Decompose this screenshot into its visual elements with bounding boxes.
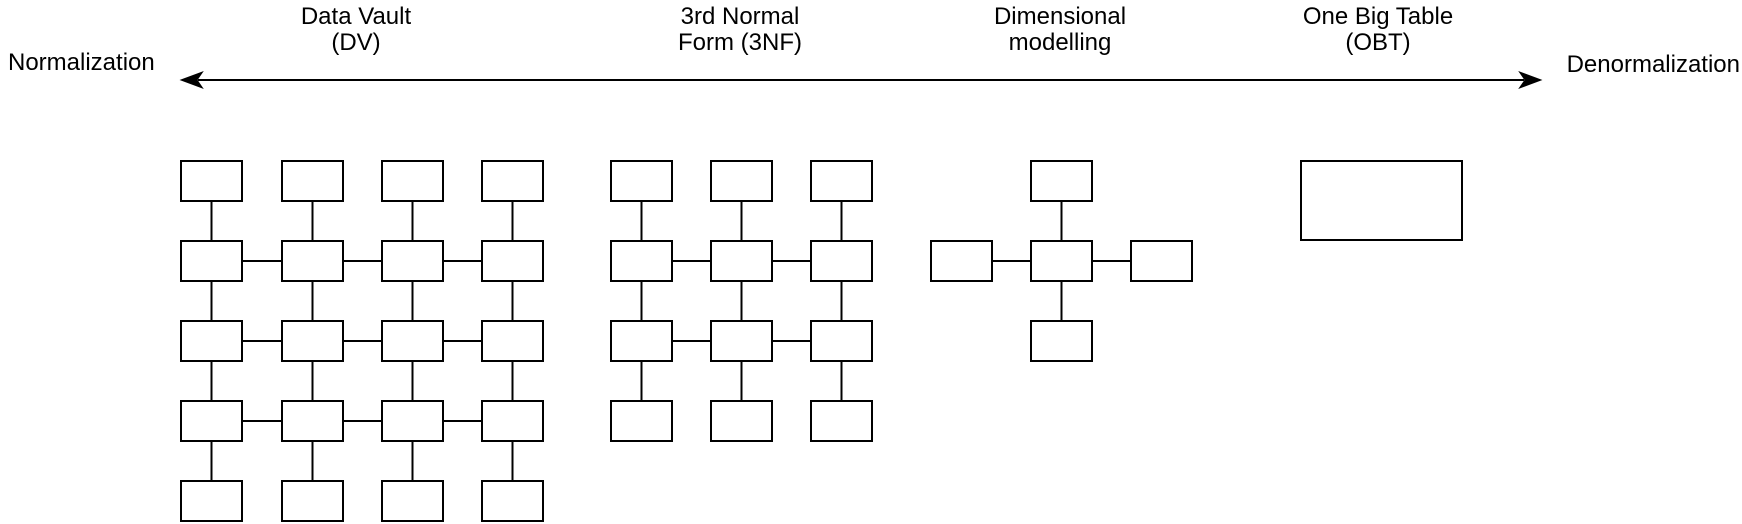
data-vault-box — [180, 160, 243, 202]
data-vault-box — [281, 400, 344, 442]
third-normal-form-box — [610, 240, 673, 282]
label-dimensional-modelling-line-1: Dimensional — [993, 3, 1127, 30]
third-normal-form-box — [710, 240, 773, 282]
data-vault-box — [281, 480, 344, 522]
data-vault-box — [481, 320, 544, 362]
data-vault-box — [180, 240, 243, 282]
label-data-vault: Data Vault (DV) — [301, 4, 411, 56]
data-vault-box — [481, 160, 544, 202]
data-vault-box — [180, 480, 243, 522]
data-vault-box — [180, 400, 243, 442]
data-vault-box — [381, 160, 444, 202]
label-one-big-table-line-2: (OBT) — [1345, 29, 1411, 56]
data-vault-box — [281, 320, 344, 362]
axis-label-normalization: Normalization — [8, 49, 155, 76]
third-normal-form-box — [810, 320, 873, 362]
label-third-normal-form-line-1: 3rd Normal — [680, 3, 800, 30]
third-normal-form-box — [710, 400, 773, 442]
spectrum-arrowhead-right — [1518, 70, 1543, 90]
label-one-big-table: One Big Table (OBT) — [1303, 4, 1453, 56]
spectrum-arrowhead-left — [179, 70, 204, 90]
data-vault-box — [481, 480, 544, 522]
one-big-table-box — [1300, 160, 1463, 241]
label-dimensional-modelling: Dimensional modelling — [994, 4, 1126, 56]
axis-label-denormalization: Denormalization — [1566, 51, 1740, 78]
dimensional-modelling-satellite-box-top — [1030, 160, 1093, 202]
third-normal-form-box — [710, 320, 773, 362]
dimensional-modelling-satellite-box-bottom — [1030, 320, 1093, 362]
dimensional-modelling-satellite-box-left — [930, 240, 993, 282]
data-vault-box — [180, 320, 243, 362]
label-dimensional-modelling-line-2: modelling — [1008, 29, 1112, 56]
label-one-big-table-line-1: One Big Table — [1302, 3, 1454, 30]
third-normal-form-box — [610, 160, 673, 202]
third-normal-form-box — [610, 400, 673, 442]
data-vault-box — [381, 400, 444, 442]
data-vault-box — [381, 480, 444, 522]
dimensional-modelling-satellite-box-right — [1130, 240, 1193, 282]
data-vault-box — [481, 400, 544, 442]
data-vault-box — [281, 160, 344, 202]
third-normal-form-box — [710, 160, 773, 202]
third-normal-form-box — [810, 160, 873, 202]
data-vault-box — [481, 240, 544, 282]
label-data-vault-line-2: (DV) — [331, 29, 381, 56]
label-data-vault-line-1: Data Vault — [300, 3, 412, 30]
data-vault-box — [281, 240, 344, 282]
third-normal-form-box — [810, 240, 873, 282]
data-vault-box — [381, 320, 444, 362]
data-vault-box — [381, 240, 444, 282]
label-third-normal-form-line-2: Form (3NF) — [678, 29, 802, 56]
third-normal-form-box — [610, 320, 673, 362]
label-third-normal-form: 3rd Normal Form (3NF) — [678, 4, 802, 56]
third-normal-form-box — [810, 400, 873, 442]
dimensional-modelling-fact-box-center — [1030, 240, 1093, 282]
